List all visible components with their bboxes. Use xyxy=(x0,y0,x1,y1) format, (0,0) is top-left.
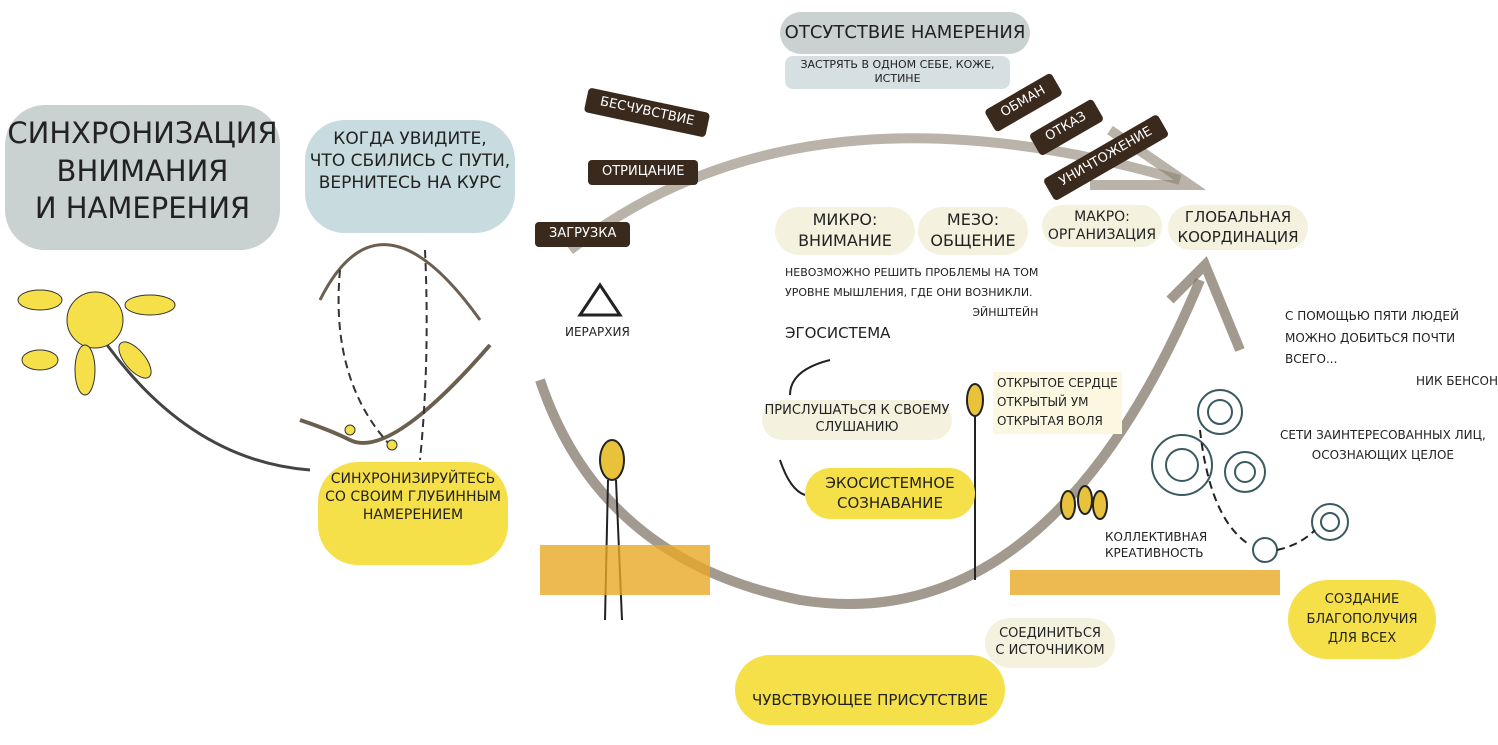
level-macro: Макро: организация xyxy=(1042,205,1162,248)
stage-denial: Отрицание xyxy=(588,160,699,185)
quote-line: уровне мышления, где они возникли. xyxy=(785,285,1033,299)
benson-quote: С помощью пяти людей можно добиться почти… xyxy=(1285,306,1498,392)
einstein-quote: Невозможно решить проблемы на том уровне … xyxy=(785,263,1038,322)
sync-line: намерением xyxy=(362,507,464,524)
connect-source: Соединитьсяс источником xyxy=(985,618,1115,668)
wellbeing-line: благополучия xyxy=(1306,611,1418,627)
wellbeing-line: для всех xyxy=(1327,631,1397,646)
sun-arrow xyxy=(88,319,311,472)
collective-line: креативность xyxy=(1105,545,1204,560)
level-meso: Мезо:общение xyxy=(918,207,1028,255)
absence-subtitle: Застрять в одном себе, коже, истине xyxy=(785,56,1010,89)
stakeholder-networks: Сети заинтересованных лиц, осознающих цел… xyxy=(1280,425,1486,466)
level-line: внимание xyxy=(798,230,892,250)
quote-line: С помощью пяти людей xyxy=(1285,309,1459,323)
collective-line: Коллективная xyxy=(1105,530,1208,544)
sensing-presence: Чувствующее присутствие xyxy=(735,655,1005,725)
level-line: Глобальная xyxy=(1184,208,1292,226)
hint-line: вернитесь на курс xyxy=(318,173,502,194)
level-line: общение xyxy=(930,230,1016,250)
networks-line: осознающих целое xyxy=(1311,448,1455,463)
sync-line: со своим глубинным xyxy=(325,489,501,506)
level-line: организация xyxy=(1047,227,1157,244)
quote-author: Ник Бенсон xyxy=(1415,373,1498,388)
title-line: Синхронизация xyxy=(7,116,278,150)
page-title: Синхронизациявниманияи намерения xyxy=(5,105,280,250)
title-line: и намерения xyxy=(34,191,251,226)
absence-title: Отсутствие намерения xyxy=(780,12,1030,54)
eco-line: сознавание xyxy=(837,493,943,512)
eco-line: Экосистемное xyxy=(825,474,955,492)
dashed-paths xyxy=(337,249,428,461)
level-line: Мезо: xyxy=(946,210,1000,229)
quote-line: Невозможно решить проблемы на том xyxy=(785,266,1039,279)
hint-line: что сбились с пути, xyxy=(309,151,511,172)
connect-line: Соединиться xyxy=(999,626,1101,641)
course-hint: Когда увидите,что сбились с пути,верните… xyxy=(305,120,515,233)
connect-line: с источником xyxy=(995,642,1105,658)
level-micro: Микро:внимание xyxy=(775,207,915,255)
listen-line: слушанию xyxy=(815,419,899,435)
open-line: Открытый ум xyxy=(997,395,1089,410)
level-line: Макро: xyxy=(1074,209,1130,225)
egosystem-label: Эгосистема xyxy=(785,324,891,342)
wave-arrow xyxy=(299,343,492,445)
level-global: Глобальнаякоординация xyxy=(1168,205,1308,250)
sync-note: Синхронизируйтесь со своим глубиннымнамер… xyxy=(318,462,508,565)
sun-rays-icon xyxy=(17,289,176,396)
stage-downloading: Загрузка xyxy=(535,222,631,247)
top-arc-arrow xyxy=(566,133,1182,254)
networks-line: Сети заинтересованных лиц, xyxy=(1280,428,1486,442)
quote-author: Эйнштейн xyxy=(972,305,1039,319)
wellbeing-line: Создание xyxy=(1324,592,1400,607)
title-line: внимания xyxy=(56,153,229,188)
level-line: координация xyxy=(1177,227,1299,246)
eco-awareness: Экосистемноесознавание xyxy=(805,468,975,519)
wellbeing-for-all: Создание благополучия для всех xyxy=(1288,580,1436,659)
level-line: Микро: xyxy=(812,210,878,229)
sun-icon xyxy=(66,291,124,349)
grass-strokes xyxy=(540,545,1280,595)
quote-line: можно добиться почти всего... xyxy=(1285,330,1456,367)
listen-note: Прислушаться к своемуслушанию xyxy=(762,400,952,440)
open-list: Открытое сердцеОткрытый ум Открытая воля xyxy=(993,372,1122,434)
open-line: Открытая воля xyxy=(997,414,1103,429)
hierarchy-label: Иерархия xyxy=(565,325,630,339)
collective-creativity: Коллективнаякреативность xyxy=(1105,530,1207,561)
hint-line: Когда увидите, xyxy=(333,129,487,149)
flow-arrows xyxy=(779,359,831,496)
hierarchy-triangle-icon xyxy=(577,282,623,317)
network-circles-icon xyxy=(1151,389,1349,563)
person-figures-icon xyxy=(599,383,1108,621)
sync-line: Синхронизируйтесь xyxy=(330,471,496,487)
arrow-head-up xyxy=(1166,256,1245,352)
u-curve-arrow xyxy=(535,278,1205,609)
listen-line: Прислушаться к своему xyxy=(764,403,950,418)
open-line: Открытое сердце xyxy=(997,376,1118,390)
